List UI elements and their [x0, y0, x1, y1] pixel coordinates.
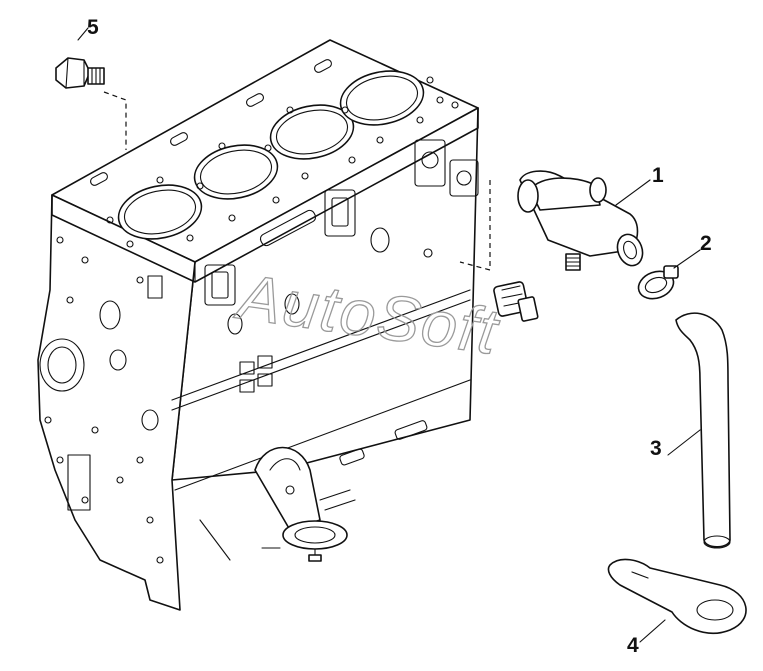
coolant-plug [493, 281, 539, 322]
callout-3: 3 [650, 437, 662, 460]
part-1-outlet-fitting [517, 170, 651, 271]
front-face-bosses [204, 139, 479, 335]
part-2-hose-clamp [637, 249, 701, 300]
block-left-side [37, 194, 196, 611]
callout-4: 4 [627, 634, 639, 657]
callout-5: 5 [87, 16, 99, 39]
deck-slots [90, 59, 332, 186]
deck-holes [106, 76, 459, 248]
alignment-line-1 [459, 180, 491, 271]
engine-block [37, 39, 479, 611]
left-side-holes [39, 236, 164, 564]
part-3-hose [667, 312, 731, 549]
cylinder-bores [117, 70, 425, 240]
part-4-gasket [607, 558, 747, 643]
oil-pump-assembly [199, 446, 356, 562]
part-5-drain-plug [55, 27, 105, 89]
callout-labels: 1 2 3 4 5 [87, 16, 712, 657]
callout-1: 1 [652, 164, 664, 187]
alignment-line-5 [103, 91, 127, 150]
front-face-rails [171, 289, 471, 491]
callout-2: 2 [700, 232, 712, 255]
